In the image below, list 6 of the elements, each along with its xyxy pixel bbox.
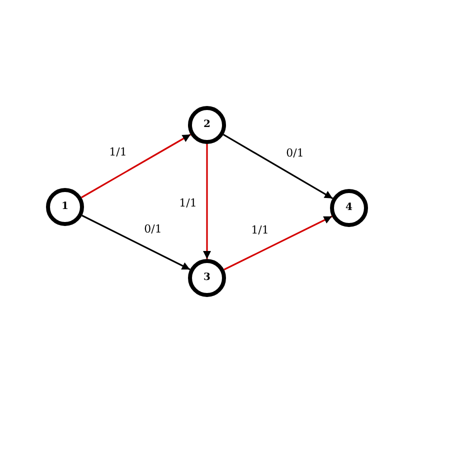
edge-label: 1/1 (179, 198, 197, 208)
edge-label: 1/1 (251, 224, 269, 236)
edge-label: 0/1 (286, 148, 304, 158)
arrow (203, 144, 211, 259)
edge-label: 1/1 (109, 146, 127, 158)
edge-label: 0/1 (144, 224, 162, 234)
